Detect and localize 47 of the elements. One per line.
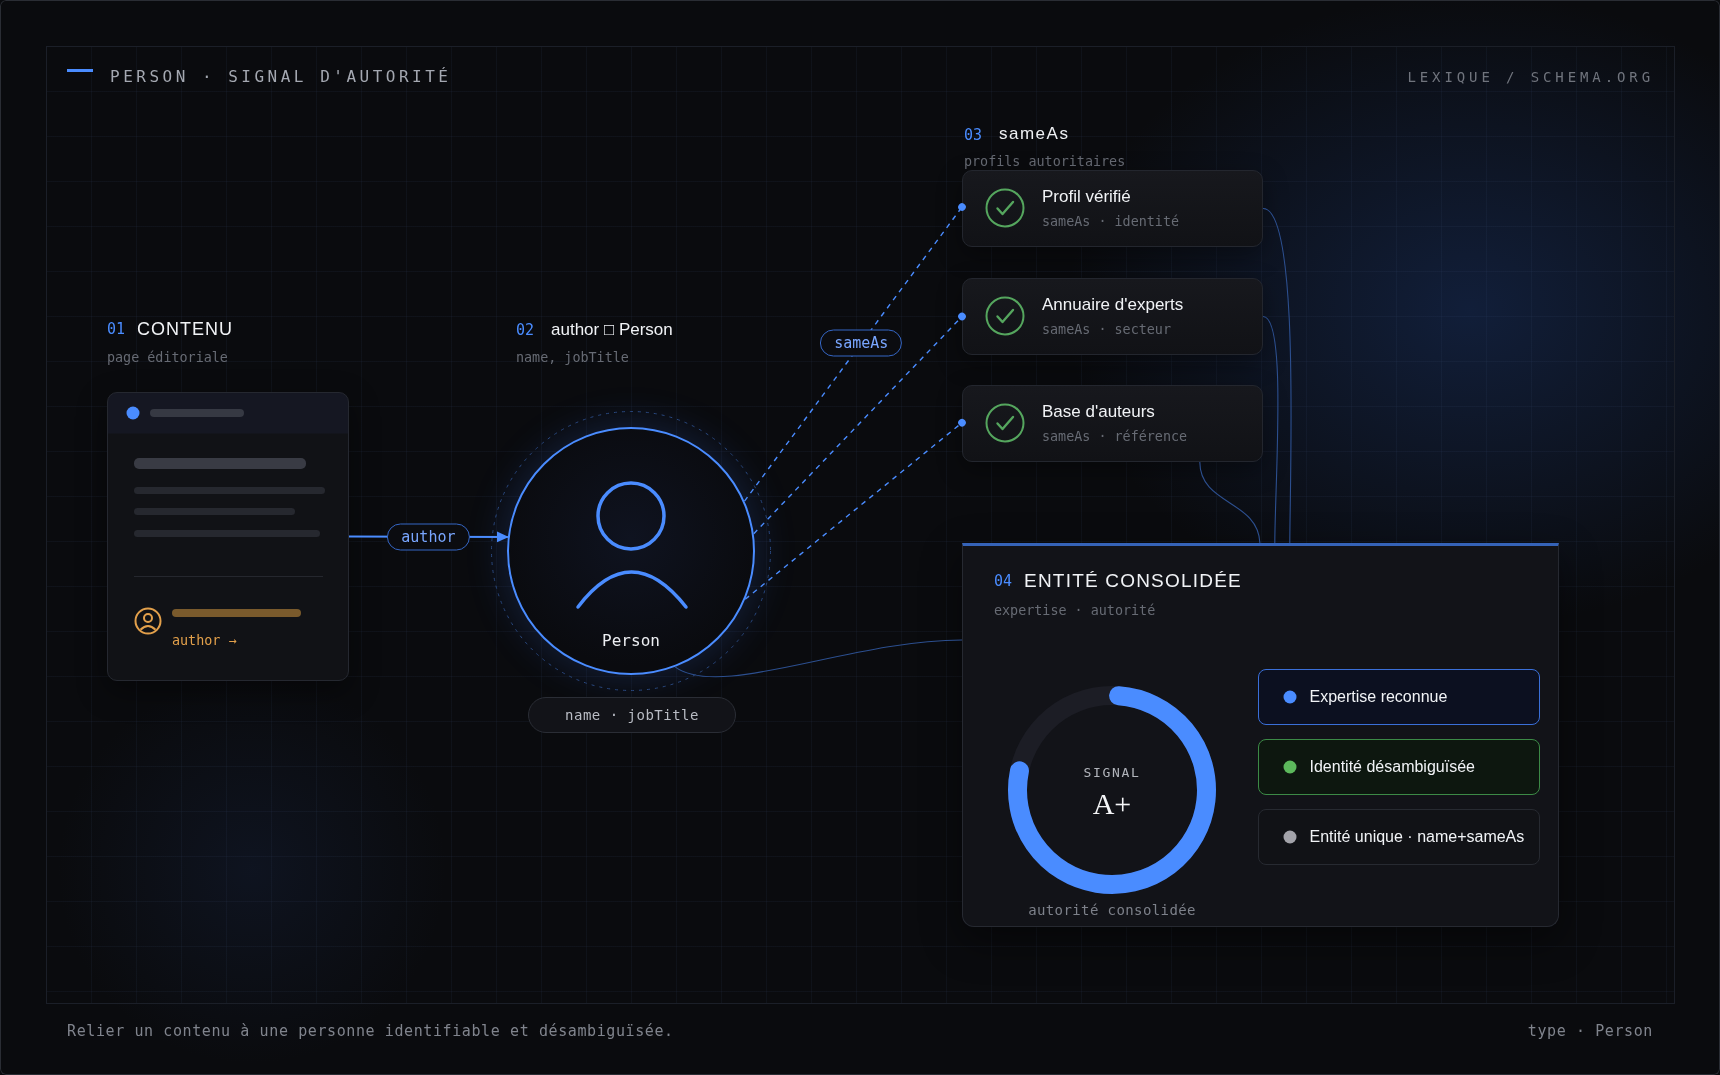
profile-card: [962, 278, 1263, 355]
connector-line: [1262, 207, 1292, 544]
diagram-title: PERSON · SIGNAL D'AUTORITÉ: [110, 66, 452, 88]
status-text: Expertise reconnue: [1309, 687, 1448, 707]
edge-label: sameAs: [820, 329, 903, 357]
header-tag: LEXIQUE / SCHEMA.ORG: [1407, 67, 1654, 87]
gauge-label: SIGNAL: [1083, 765, 1141, 781]
entity-panel: [962, 543, 1559, 927]
section-subtitle: expertise · autorité: [994, 602, 1156, 619]
card-title: Base d'auteurs: [1042, 402, 1155, 422]
connector-line: [674, 639, 963, 678]
connector-line: [1199, 461, 1261, 544]
dashed-connector: [744, 418, 966, 600]
edge-label: author: [387, 523, 470, 551]
status-item: [1258, 809, 1540, 865]
profile-card: [962, 170, 1263, 247]
status-text: Entité unique · name+sameAs: [1309, 827, 1525, 847]
step-number: 03: [964, 125, 983, 145]
section-heading: sameAs: [999, 124, 1070, 144]
dashed-connector: [743, 203, 966, 502]
step-number: 02: [516, 320, 535, 341]
card-title: Profil vérifié: [1042, 187, 1131, 207]
footer-tag: type · Person: [1527, 1021, 1653, 1041]
status-item: [1258, 669, 1540, 725]
section-subtitle: name, jobTitle: [516, 349, 629, 366]
step-number: 04: [994, 571, 1013, 592]
card-subtitle: sameAs · référence: [1042, 429, 1188, 445]
step-number: 01: [107, 319, 126, 340]
card-subtitle: sameAs · identité: [1042, 214, 1180, 230]
author-reference: author →: [172, 632, 237, 650]
connector-line: [1262, 315, 1279, 544]
property-tag: name · jobTitle: [528, 697, 736, 733]
status-text: Identité désambiguïsée: [1309, 757, 1475, 777]
section-heading: ENTITÉ CONSOLIDÉE: [1024, 570, 1242, 592]
profile-card: [962, 385, 1263, 462]
dashed-connector: [753, 312, 966, 535]
section-heading: CONTENU: [137, 318, 234, 340]
section-subtitle: page éditoriale: [107, 349, 228, 366]
gauge-value: A+: [1092, 786, 1132, 822]
card-subtitle: sameAs · secteur: [1042, 322, 1171, 338]
caption: Relier un contenu à une personne identifiable et désambiguïsée.: [67, 1021, 674, 1041]
section-subtitle: profils autoritaires: [964, 153, 1126, 171]
node-label: Person: [602, 631, 660, 651]
gauge-caption: autorité consolidée: [1028, 901, 1196, 919]
section-heading: author □ Person: [551, 319, 673, 341]
card-title: Annuaire d'experts: [1042, 295, 1184, 315]
status-item: [1258, 739, 1540, 795]
